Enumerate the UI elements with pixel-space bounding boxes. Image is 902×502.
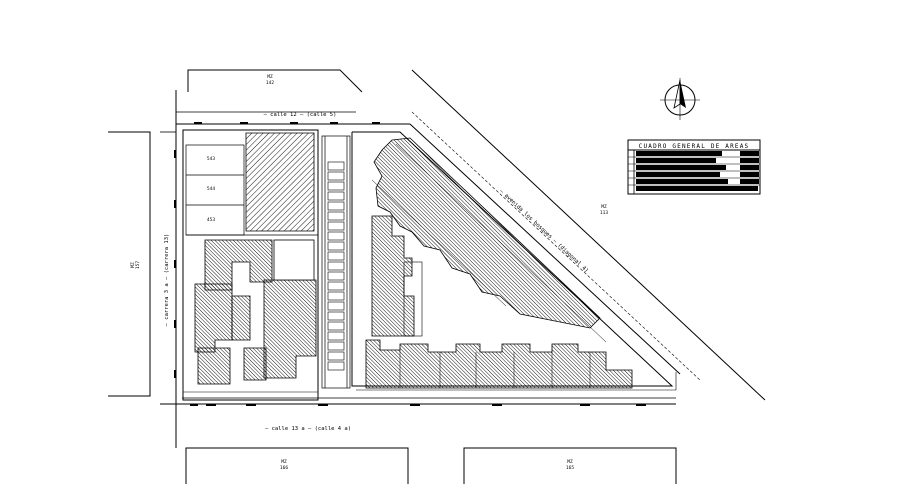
street-bottom-label: — calle 13 a — (calle 4 a) [265,426,351,432]
block-right-number: 113 [600,210,608,216]
block-left: MZ 157 [108,131,151,397]
street-curbs [160,90,701,448]
street-left-label: — carrera 3 a — (carrera 13) [164,234,170,327]
areas-table-rows [636,151,759,191]
building-triangle-bottom [365,339,633,389]
block-bottom-right-code: MZ [567,459,573,465]
parking-column [321,135,351,389]
building-diagonal-row [373,137,601,329]
building-hatched [245,132,315,232]
block-bottom-right-number: 165 [566,465,574,471]
block-right-code: MZ [601,204,607,210]
parking-stalls [327,161,345,371]
block-right: MZ 113 [411,69,766,401]
curb-marks [174,122,646,406]
lot-label: 543 [207,156,215,162]
lot-label: 544 [207,186,215,192]
block-top-left: MZ 142 [187,69,363,93]
block-left-number: 157 [135,261,141,269]
block-top-left-code: MZ [267,74,273,80]
block-bottom-left: MZ 166 [185,447,409,484]
building-triangle-left [371,215,415,337]
block-bottom-left-code: MZ [281,459,287,465]
site-boundary [182,129,319,401]
buildings-left-middle [194,239,317,385]
areas-table-title: CUADRO GENERAL DE AREAS [639,143,750,150]
block-bottom-left-number: 166 [280,465,288,471]
block-left-code: MZ [130,262,136,268]
block-top-left-number: 142 [266,80,274,86]
lots-left [185,144,318,236]
north-arrow-icon [660,78,700,120]
building-dividers [399,350,591,388]
lot-label: 453 [207,217,215,223]
street-top-label: — calle 12 — (calle 5) [264,112,337,118]
areas-table: CUADRO GENERAL DE AREAS [627,139,761,195]
block-bottom-right: MZ 165 [463,447,677,484]
triangle-block [351,131,677,391]
